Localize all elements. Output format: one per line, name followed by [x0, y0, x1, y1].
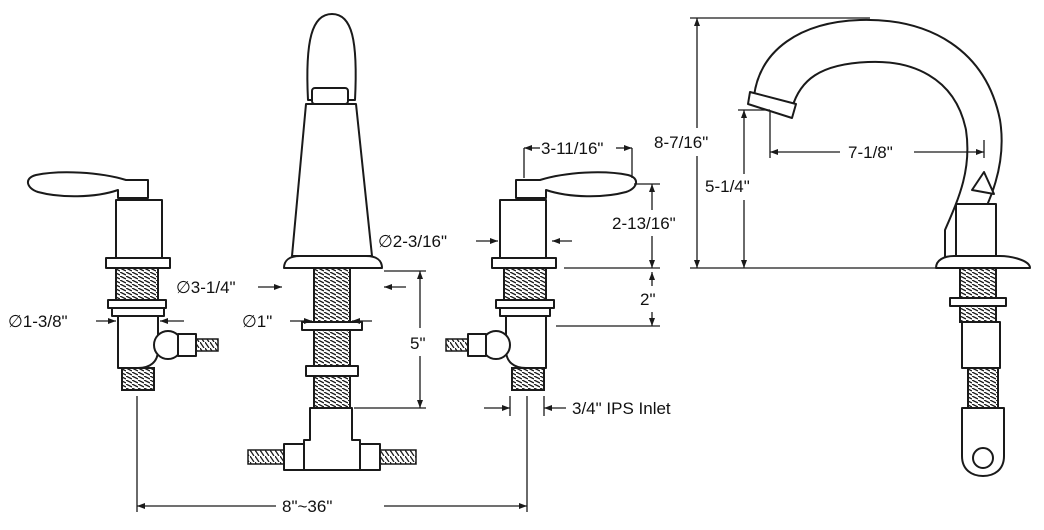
- label-shank-length: 5": [410, 334, 426, 353]
- spout-tee: [303, 407, 361, 471]
- right-inlet-thread: [511, 367, 545, 391]
- label-handle-width: 3-11/16": [541, 139, 603, 158]
- label-spout-reach: 7-1/8": [848, 143, 893, 162]
- side-thread-mid: [959, 305, 997, 323]
- spout-shank-thread: [313, 267, 351, 369]
- left-handle-body: [115, 199, 163, 259]
- left-valve-thread: [115, 267, 159, 301]
- left-handle-valve: [27, 171, 219, 391]
- side-lever: [971, 171, 995, 195]
- right-hose-nut: [467, 333, 487, 357]
- dimension-labels: 3-11/16" 2-13/16" ∅2-3/16" 2" ∅3-1/4" ∅1…: [8, 133, 893, 516]
- label-handle-diameter: ∅2-3/16": [378, 232, 447, 251]
- right-hose: [445, 338, 469, 352]
- spout-aerator: [311, 87, 349, 105]
- spout-lower-thread: [313, 375, 351, 409]
- spout-washer: [301, 321, 363, 331]
- side-base: [935, 255, 1031, 269]
- right-lever-handle: [515, 171, 637, 199]
- label-spout-base-diameter: ∅3-1/4": [176, 278, 236, 297]
- side-washer: [949, 297, 1007, 307]
- right-valve-body: [505, 315, 547, 369]
- left-hose: [195, 338, 219, 352]
- side-thread-upper: [959, 267, 997, 299]
- left-washer: [107, 299, 167, 309]
- left-valve-body: [117, 315, 159, 369]
- right-valve-thread: [503, 267, 547, 301]
- side-tee-port: [972, 447, 994, 469]
- spout-base: [283, 255, 383, 269]
- label-shank-diameter: ∅1": [242, 312, 272, 331]
- side-body: [955, 203, 997, 261]
- side-shank: [961, 321, 1001, 369]
- tee-right-nut: [359, 443, 381, 471]
- left-escutcheon: [105, 257, 171, 269]
- left-nut: [111, 307, 165, 317]
- spout-side-view: [747, 18, 1031, 477]
- right-nut: [499, 307, 551, 317]
- dimension-lines: [96, 17, 985, 512]
- tee-left-nut: [283, 443, 305, 471]
- right-escutcheon: [491, 257, 557, 269]
- left-inlet-thread: [121, 367, 155, 391]
- tee-right-hose: [379, 449, 417, 465]
- right-handle-body: [499, 199, 547, 259]
- side-spout-outlet: [747, 91, 797, 119]
- center-spout-front: [247, 13, 417, 471]
- tee-left-hose: [247, 449, 285, 465]
- side-thread-lower: [967, 367, 999, 409]
- spout-body: [291, 103, 373, 257]
- label-spout-height: 8-7/16": [654, 133, 708, 152]
- label-valve-diameter: ∅1-3/8": [8, 312, 68, 331]
- left-lever-handle: [27, 171, 149, 199]
- spout-nut: [305, 365, 359, 377]
- right-handle-valve: [445, 171, 637, 391]
- label-deck-clearance: 2": [640, 290, 656, 309]
- label-handle-height: 2-13/16": [612, 214, 676, 233]
- left-hose-nut: [177, 333, 197, 357]
- label-spout-clearance: 5-1/4": [705, 177, 750, 196]
- label-inlet: 3/4" IPS Inlet: [572, 399, 671, 418]
- label-spread: 8"~36": [282, 497, 332, 516]
- spout-head: [306, 13, 357, 101]
- right-washer: [495, 299, 555, 309]
